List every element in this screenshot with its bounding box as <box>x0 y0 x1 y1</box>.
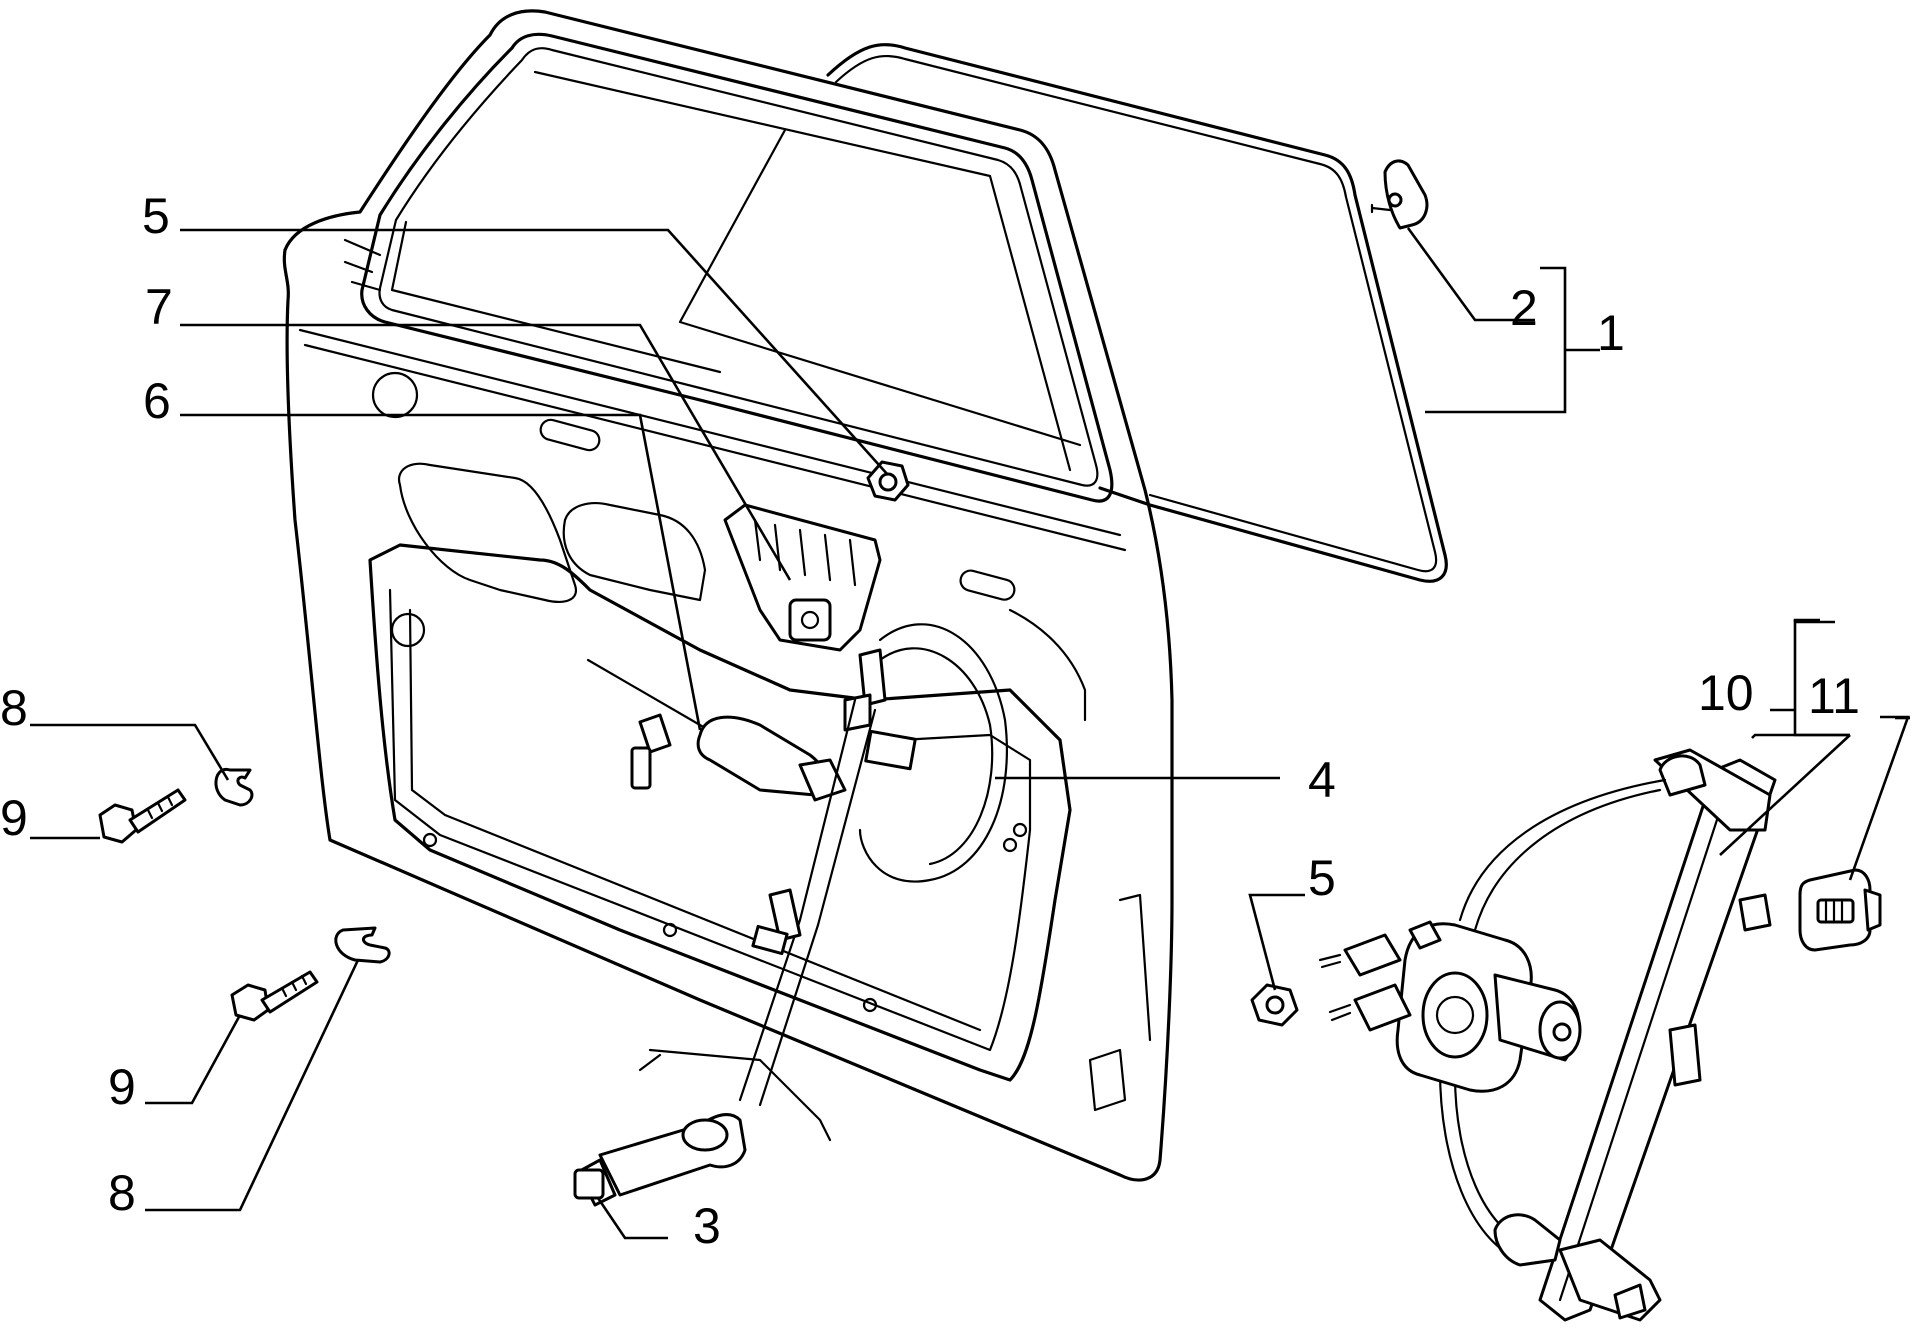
callout-9-top: 9 <box>0 790 28 846</box>
callout-7: 7 <box>145 279 173 335</box>
callout-6: 6 <box>143 373 171 429</box>
door-inner-panel <box>282 9 1174 1182</box>
callout-4: 4 <box>1308 752 1336 808</box>
glass-clip <box>1370 159 1429 230</box>
callout-11: 11 <box>1808 668 1860 724</box>
bolt-bottom <box>230 970 319 1022</box>
callout-9-bottom: 9 <box>108 1059 136 1115</box>
regulator-cable <box>858 623 1009 883</box>
vertical-guide-rail <box>738 648 917 1107</box>
callout-1: 1 <box>1597 305 1625 361</box>
lower-trim-line <box>648 1048 832 1142</box>
nut-right <box>1250 983 1299 1027</box>
callout-2: 2 <box>1510 280 1538 336</box>
callout-10: 10 <box>1698 665 1754 721</box>
callout-5-right: 5 <box>1308 850 1336 906</box>
window-switch-connector <box>1798 868 1882 952</box>
window-regulator-assembly <box>1318 748 1777 1322</box>
bolt-top <box>98 788 187 844</box>
callout-5-top: 5 <box>142 188 170 244</box>
regulator-bracket <box>723 503 882 652</box>
nut-top <box>866 460 910 502</box>
lock-actuator-rod <box>586 658 847 802</box>
leader-lines <box>30 227 1910 1240</box>
lower-trim-line-end <box>638 1053 662 1072</box>
door-glass-panel <box>678 43 1448 583</box>
clip-nut-bottom <box>334 926 391 964</box>
callout-3: 3 <box>693 1198 721 1254</box>
callout-8-top: 8 <box>0 680 28 736</box>
callout-8-bottom: 8 <box>108 1165 136 1221</box>
door-check-strap <box>573 1113 747 1207</box>
clip-nut-top <box>214 767 254 807</box>
